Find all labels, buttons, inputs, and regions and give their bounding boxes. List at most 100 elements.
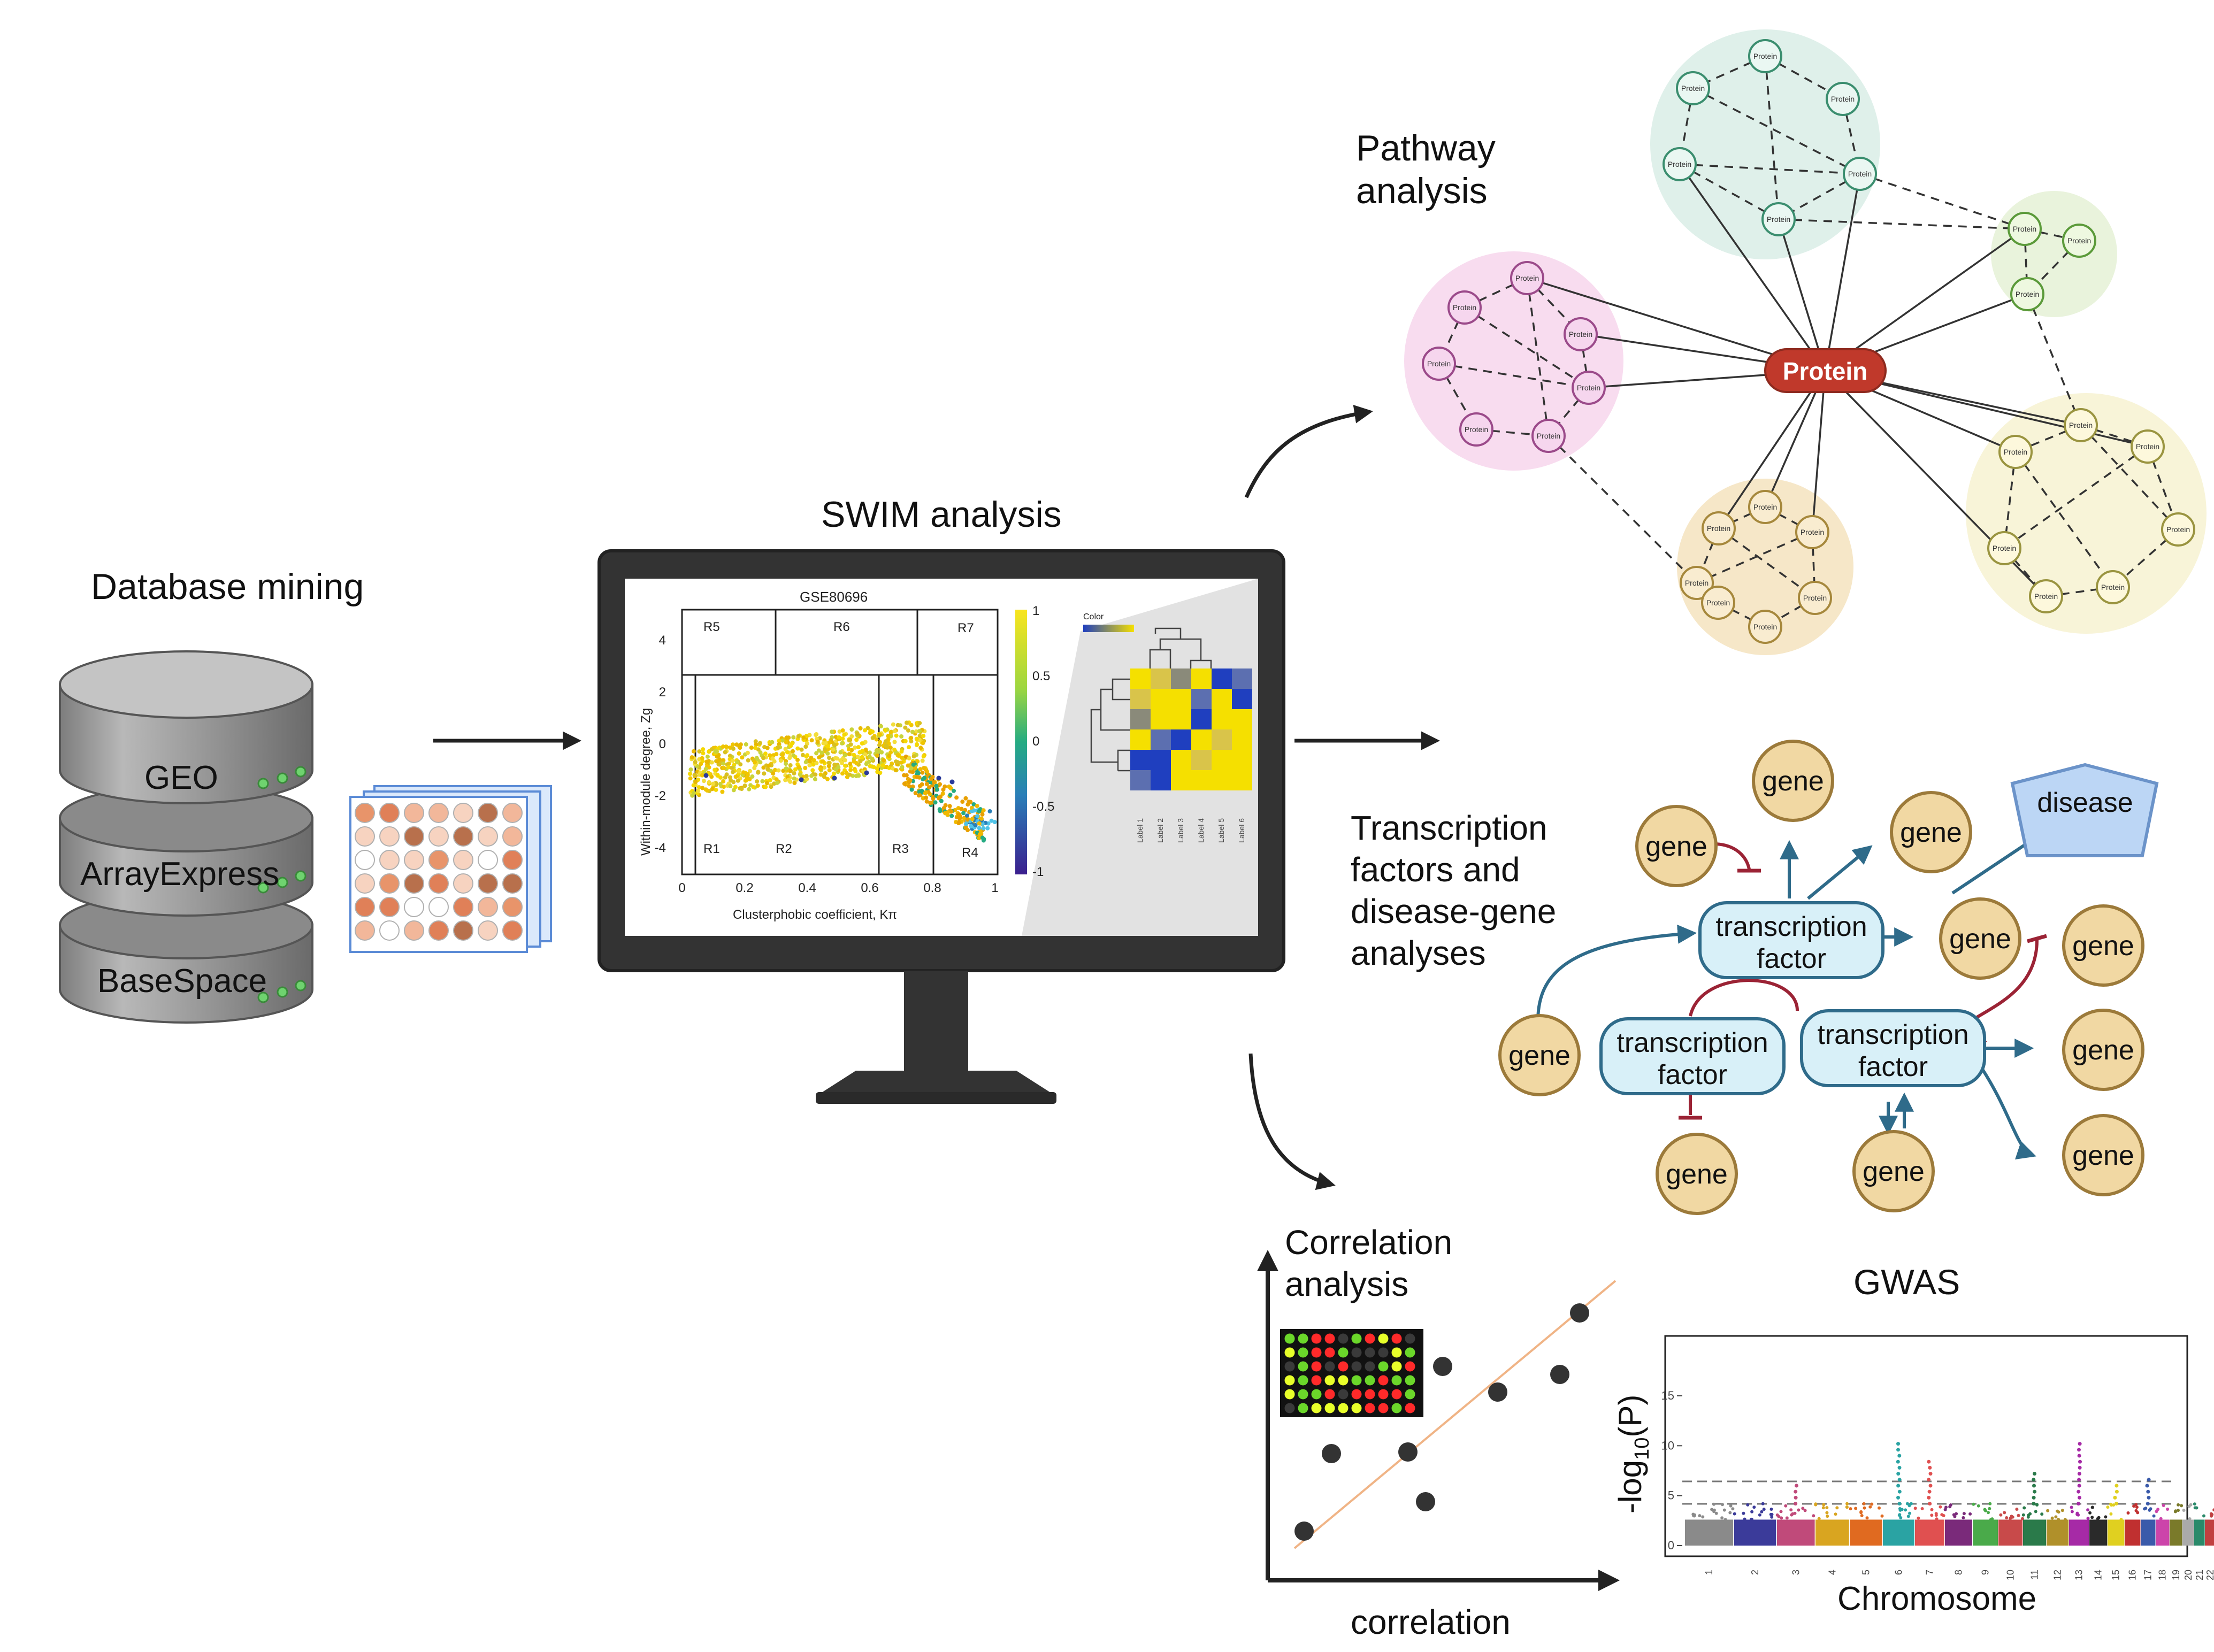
protein-node[interactable] xyxy=(1761,202,1796,236)
protein-node[interactable] xyxy=(2010,277,2044,311)
protein-node[interactable] xyxy=(2062,224,2096,258)
protein-node[interactable] xyxy=(2029,579,2063,613)
swim-point xyxy=(920,758,925,763)
protein-node[interactable] xyxy=(2131,429,2165,464)
protein-node[interactable] xyxy=(1531,419,1566,453)
correlation-point[interactable] xyxy=(1322,1444,1341,1463)
microarray-spot xyxy=(1311,1403,1322,1413)
microarray-spot xyxy=(1324,1403,1335,1413)
protein-node[interactable] xyxy=(1680,566,1714,600)
gwas-point xyxy=(1812,1514,1815,1518)
gene-node[interactable] xyxy=(1852,1130,1935,1212)
protein-node[interactable] xyxy=(2064,408,2098,442)
protein-node[interactable] xyxy=(1510,261,1544,295)
protein-node[interactable] xyxy=(2008,212,2042,246)
protein-node[interactable] xyxy=(1748,490,1782,524)
protein-node[interactable] xyxy=(1826,82,1860,116)
gene-node[interactable] xyxy=(1635,805,1718,887)
protein-node[interactable] xyxy=(1459,412,1493,447)
correlation-point[interactable] xyxy=(1294,1522,1314,1541)
gwas-point xyxy=(1752,1505,1756,1509)
correlation-point[interactable] xyxy=(1550,1365,1569,1384)
swim-point xyxy=(939,798,944,803)
tf-node[interactable] xyxy=(1599,1017,1786,1095)
swim-point xyxy=(792,780,797,785)
correlation-point[interactable] xyxy=(1570,1303,1589,1323)
microarray-spot xyxy=(1365,1333,1375,1344)
gene-node[interactable] xyxy=(2062,904,2144,987)
protein-node-label: Protein xyxy=(1537,432,1560,440)
region-r1: R1 xyxy=(703,842,720,856)
gwas-point xyxy=(2104,1515,2108,1519)
protein-node[interactable] xyxy=(1422,347,1456,381)
swim-point xyxy=(877,732,882,737)
swim-point xyxy=(784,766,788,771)
protein-node[interactable] xyxy=(1748,610,1782,644)
protein-node[interactable] xyxy=(2161,512,2195,547)
gwas-chromosome-block xyxy=(2125,1519,2141,1546)
correlation-point[interactable] xyxy=(1488,1382,1507,1402)
gene-node[interactable] xyxy=(1890,791,1972,873)
gwas-chr-label: 16 xyxy=(2127,1570,2138,1580)
correlation-plot: correlation xyxy=(1257,1250,1620,1641)
hub-protein-node[interactable] xyxy=(1764,348,1887,393)
microarray-spot xyxy=(1365,1361,1375,1372)
network-edge-dashed xyxy=(1778,218,2025,230)
gene-node[interactable] xyxy=(2062,1009,2144,1091)
swim-point xyxy=(838,750,843,755)
gene-node[interactable] xyxy=(1656,1133,1738,1215)
plate-well xyxy=(379,803,400,823)
swim-point xyxy=(693,780,698,785)
swim-point xyxy=(701,779,706,783)
swim-point xyxy=(736,778,740,783)
gwas-point xyxy=(1868,1505,1872,1509)
gwas-point xyxy=(2088,1511,2092,1515)
gene-node[interactable] xyxy=(1939,897,2021,980)
swim-point xyxy=(921,734,926,739)
swim-point xyxy=(792,776,796,781)
swim-point xyxy=(977,836,982,840)
swim-point xyxy=(762,771,767,776)
protein-node[interactable] xyxy=(1998,435,2033,469)
protein-node[interactable] xyxy=(1798,581,1832,615)
gene-node[interactable] xyxy=(2062,1114,2144,1196)
gwas-chr-label: 10 xyxy=(2005,1570,2016,1580)
protein-node[interactable] xyxy=(1676,71,1710,105)
correlation-point[interactable] xyxy=(1433,1357,1452,1376)
protein-node-label: Protein xyxy=(2013,225,2036,233)
swim-point xyxy=(914,729,918,734)
swim-point xyxy=(745,750,750,755)
gwas-peak-point xyxy=(2033,1489,2037,1494)
correlation-point[interactable] xyxy=(1416,1492,1435,1511)
gene-node[interactable] xyxy=(1498,1014,1581,1096)
microarray-spot xyxy=(1351,1333,1362,1344)
gwas-point xyxy=(1761,1502,1765,1505)
gene-node[interactable] xyxy=(1752,740,1834,822)
swim-point xyxy=(964,821,968,826)
gwas-point xyxy=(1822,1503,1826,1507)
disease-node[interactable] xyxy=(2010,763,2159,857)
protein-node[interactable] xyxy=(2096,570,2130,604)
protein-node[interactable] xyxy=(1564,317,1598,351)
swim-point xyxy=(925,770,929,774)
protein-node[interactable] xyxy=(1987,531,2021,565)
plate-well xyxy=(428,920,449,941)
protein-node[interactable] xyxy=(1843,157,1877,191)
protein-node[interactable] xyxy=(1663,147,1697,181)
protein-node[interactable] xyxy=(1447,290,1482,325)
protein-node[interactable] xyxy=(1748,39,1782,73)
gwas-chromosome-block xyxy=(2182,1519,2194,1546)
protein-node[interactable] xyxy=(1701,586,1735,620)
correlation-point[interactable] xyxy=(1398,1442,1418,1462)
tf-node[interactable] xyxy=(1800,1009,1986,1087)
microarray-spot xyxy=(1311,1389,1322,1400)
swim-point xyxy=(770,740,775,744)
gwas-point xyxy=(1860,1514,1864,1517)
gwas-point xyxy=(1910,1502,1913,1505)
protein-node[interactable] xyxy=(1572,371,1606,405)
protein-node[interactable] xyxy=(1795,515,1829,549)
tf-node[interactable] xyxy=(1698,901,1884,979)
gwas-chr-label: 1 xyxy=(1704,1570,1714,1575)
heatmap-cell xyxy=(1171,689,1191,709)
protein-node[interactable] xyxy=(1702,511,1736,545)
